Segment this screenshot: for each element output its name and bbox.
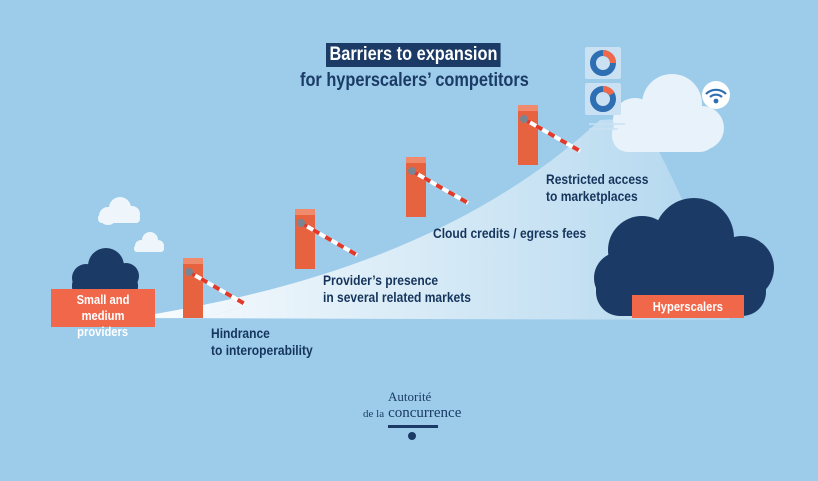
brand-logo-bar (388, 425, 438, 428)
barrier-2-post (295, 209, 315, 269)
brand-logo-prefix: de la (363, 408, 385, 420)
barrier-1-post-top (183, 258, 203, 264)
diagram-title: Barriers to expansion (326, 43, 501, 67)
barrier-1-arm-stripes (188, 270, 246, 306)
data-lines-decoration (589, 123, 625, 130)
small-cloud-light (98, 197, 140, 225)
brand-logo-line2: de la concurrence (363, 404, 461, 422)
barrier-2-hinge (297, 219, 305, 227)
barrier-3-hinge (408, 167, 416, 175)
barrier-3-arm-stripes (411, 169, 469, 205)
service-cloud (612, 74, 724, 152)
barrier-3-shadow (426, 203, 476, 217)
tiny-cloud-light (134, 232, 164, 252)
expansion-path (130, 118, 730, 320)
barrier-2-post-top (295, 209, 315, 215)
barrier-4-post-top (518, 105, 538, 111)
brand-logo-dot (408, 432, 416, 440)
barrier-2-arm-stripes (300, 221, 358, 257)
barrier-2-line2: in several related markets (323, 288, 471, 305)
barriers-group (183, 105, 588, 318)
barrier-1-shadow (203, 304, 253, 318)
barrier-3-line1: Cloud credits / egress fees (433, 225, 587, 241)
barrier-3-post (406, 157, 426, 217)
wifi-icon (702, 81, 730, 109)
diagram-subtitle: for hyperscalers’ competitors (300, 70, 529, 91)
barrier-1-hinge (185, 268, 193, 276)
barrier-1-caption: Hindrance to interoperability (211, 325, 313, 358)
donut-chart-icon (585, 47, 621, 79)
barrier-2-shadow (315, 255, 365, 269)
barrier-4-hinge (520, 115, 528, 123)
barrier-1-line1: Hindrance (211, 325, 270, 341)
barrier-4-caption: Restricted access to marketplaces (546, 171, 648, 204)
barrier-4-line2: to marketplaces (546, 187, 638, 204)
barrier-1-post (183, 258, 203, 318)
barrier-2-caption: Provider’s presence in several related m… (323, 272, 471, 305)
donut-chart-icon (585, 83, 621, 115)
start-label-line1: Small and medium (76, 292, 130, 323)
end-label-text: Hyperscalers (652, 299, 724, 314)
barrier-4-arm-stripes (523, 117, 581, 153)
barrier-4-shadow (538, 151, 588, 165)
brand-logo-line1: Autorité (388, 389, 432, 404)
barrier-2-line1: Provider’s presence (323, 272, 439, 288)
barrier-1-line2: to interoperability (211, 341, 313, 358)
barrier-3-post-top (406, 157, 426, 163)
end-label: Hyperscalers (632, 295, 744, 318)
brand-logo-main: concurrence (388, 405, 462, 421)
barrier-3-caption: Cloud credits / egress fees (433, 225, 586, 242)
barrier-4-line1: Restricted access (546, 171, 649, 187)
barrier-4-post (518, 105, 538, 165)
start-label: Small and medium providers (51, 289, 155, 339)
start-label-line2: providers (77, 324, 129, 339)
